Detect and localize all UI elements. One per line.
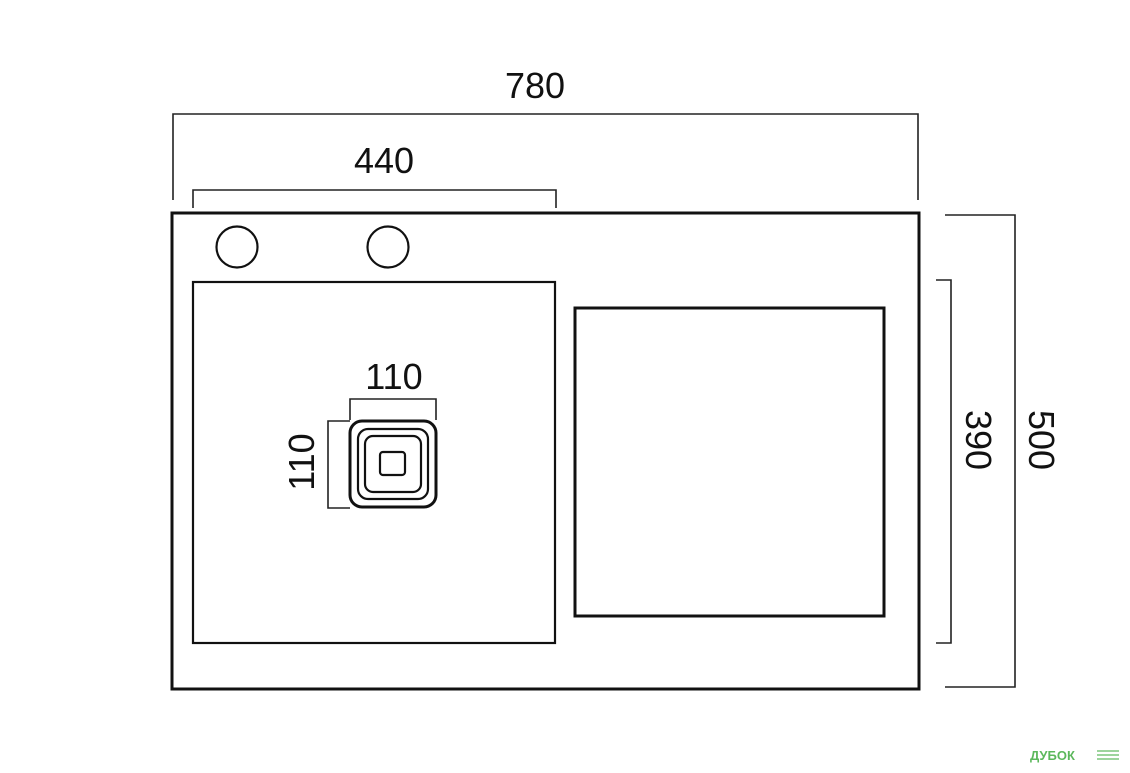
sink-outline [170, 211, 921, 691]
drain: 110 110 [281, 356, 438, 509]
overall-width-dimension: 780 [172, 65, 919, 200]
drain-height-label: 110 [281, 433, 322, 490]
overall-width-label: 780 [505, 65, 565, 106]
drain-height-dimension-line [327, 420, 350, 509]
drain-inner [363, 434, 423, 494]
drain-width-label: 110 [365, 356, 422, 397]
bowl-width-dimension: 440 [192, 140, 557, 208]
drain-width-dimension-line [349, 398, 437, 420]
drain-outer [348, 419, 438, 509]
tap-hole-left [215, 225, 259, 269]
drain-middle [356, 427, 430, 501]
inner-height-dimension: 390 [936, 279, 999, 644]
tap-hole-right [366, 225, 410, 269]
overall-height-dimension-line [945, 214, 1016, 688]
watermark-text: ДУБОК [1030, 748, 1075, 763]
overall-width-dimension-line [172, 113, 919, 200]
drainboard-outline [573, 306, 886, 618]
drain-plug [378, 450, 407, 477]
inner-height-label: 390 [958, 410, 999, 470]
watermark-stripe-2 [1097, 754, 1119, 756]
watermark-stripe-1 [1097, 750, 1119, 752]
bowl-width-label: 440 [354, 140, 414, 181]
inner-height-dimension-line [936, 279, 952, 644]
overall-height-dimension: 500 [945, 214, 1062, 688]
overall-height-label: 500 [1021, 410, 1062, 470]
watermark-stripe-3 [1097, 758, 1119, 760]
watermark-logo: ДУБОК [1030, 748, 1119, 763]
bowl-outline [191, 280, 557, 645]
bowl-width-dimension-line [192, 189, 557, 208]
